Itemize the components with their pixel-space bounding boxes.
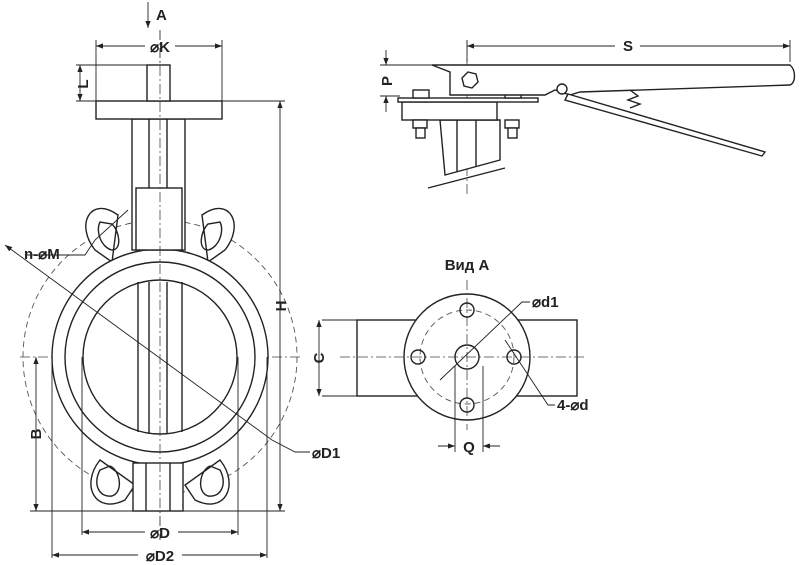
- bolt-hole: [506, 349, 522, 365]
- dim-4d: 4-⌀d: [557, 397, 589, 414]
- neck-section: [439, 119, 501, 176]
- lever: [431, 64, 796, 96]
- dim-l: L: [75, 79, 92, 88]
- trigger: [563, 93, 767, 157]
- top-flange: [95, 100, 223, 120]
- bolt-hole: [459, 302, 475, 318]
- view-a-title: Вид А: [445, 257, 490, 274]
- dim-p: P: [379, 76, 396, 86]
- bottom-boss: [132, 462, 184, 512]
- dim-q: Q: [463, 439, 475, 456]
- dim-s: S: [623, 38, 633, 55]
- dim-k: ⌀K: [150, 39, 170, 56]
- dim-m: n-⌀M: [24, 246, 60, 263]
- dim-d1-bore: ⌀d1: [532, 294, 559, 311]
- dim-d: ⌀D: [150, 525, 170, 542]
- nut: [461, 71, 479, 89]
- stem-bore: [454, 344, 480, 370]
- dim-h: H: [273, 301, 290, 312]
- side-view-handle: S P: [379, 38, 796, 195]
- view-a: Вид А C ⌀d1 4-⌀d Q: [311, 257, 589, 456]
- dim-d2: ⌀D2: [146, 548, 174, 565]
- lug-bottom-right: [184, 459, 230, 505]
- dim-b: B: [28, 428, 45, 439]
- lug-top-left: [85, 207, 119, 264]
- bolt-hole: [459, 397, 475, 413]
- bolt-hole: [410, 349, 426, 365]
- lug-bottom-left: [90, 459, 136, 505]
- upper-boss: [135, 187, 183, 251]
- stem: [146, 64, 171, 102]
- view-arrow-label: A: [156, 7, 167, 24]
- mount-plate: [401, 101, 498, 121]
- lug-top-right: [201, 207, 235, 264]
- dim-c: C: [311, 352, 328, 363]
- dim-d1: ⌀D1: [312, 445, 340, 462]
- front-view: A ⌀K L H B ⌀D ⌀D2 ⌀D1 n-⌀M: [4, 2, 340, 565]
